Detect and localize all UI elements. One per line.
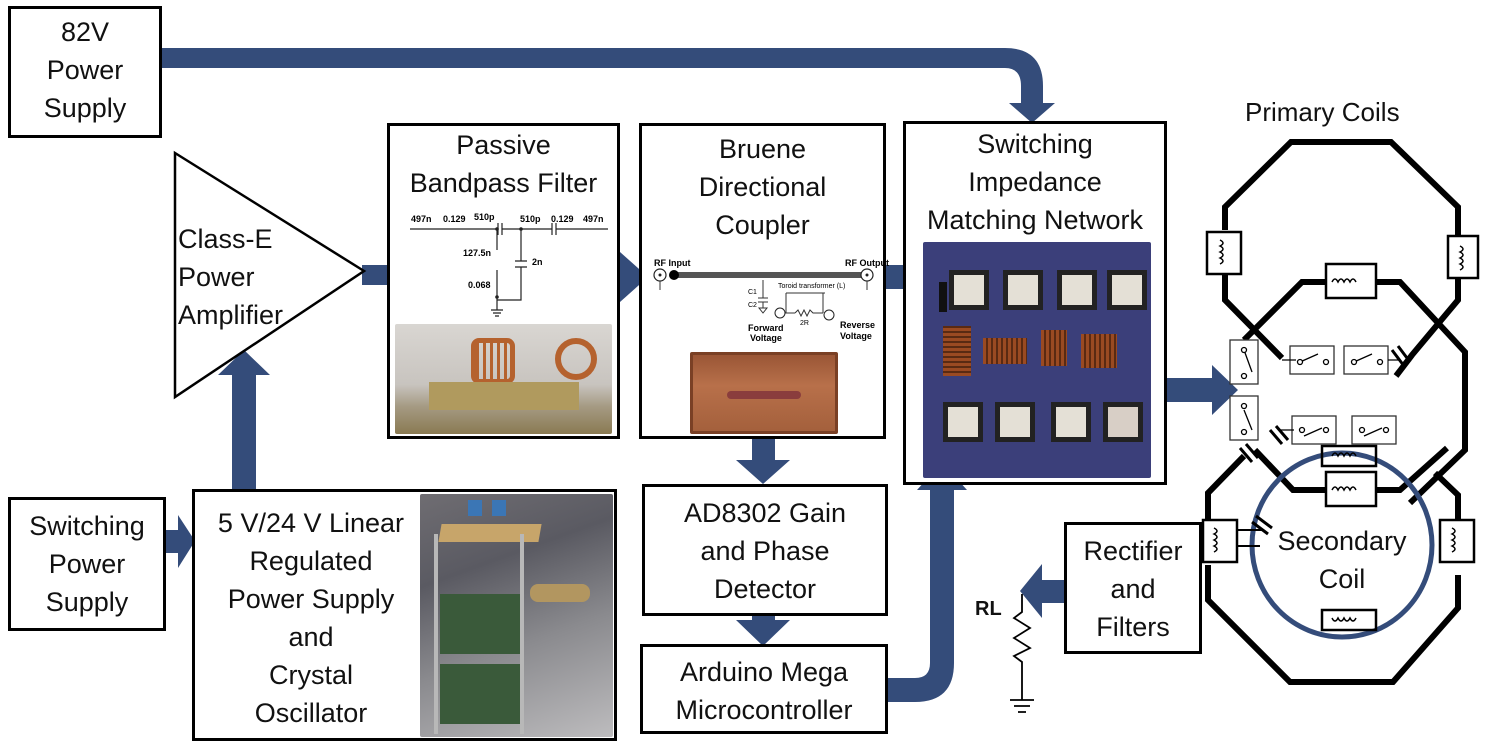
directional-coupler-label: Bruene Directional Coupler bbox=[698, 134, 827, 240]
gain-phase-detector-block: AD8302 Gain and Phase Detector bbox=[642, 484, 888, 616]
filter-r-shunt: 0.068 bbox=[468, 280, 491, 290]
arrow-rectifier-to-load bbox=[1020, 564, 1082, 618]
directional-coupler-block: Bruene Directional Coupler bbox=[639, 123, 886, 439]
directional-coupler-photo bbox=[690, 352, 838, 434]
filter-r-right: 0.129 bbox=[551, 214, 574, 224]
arduino-block: Arduino Mega Microcontroller bbox=[640, 644, 888, 734]
primary-coil-top bbox=[1222, 139, 1461, 236]
coupler-rf-output: RF Output bbox=[845, 258, 889, 268]
arrow-switching-to-linear bbox=[165, 515, 195, 568]
arrow-matching-to-coils bbox=[1148, 365, 1238, 415]
filter-c-shunt: 2n bbox=[532, 257, 543, 267]
filter-c-right: 510p bbox=[520, 214, 541, 224]
class-e-amplifier-label: Class-E Power Amplifier bbox=[178, 224, 284, 330]
arrow-arduino-to-matching bbox=[876, 462, 967, 702]
coupler-c2: C2 bbox=[748, 302, 757, 309]
coupler-rf-input: RF Input bbox=[654, 258, 691, 268]
coupler-forward-2: Voltage bbox=[750, 333, 782, 343]
load-resistor-label: RL bbox=[975, 598, 1002, 620]
linear-regulated-psu-block: 5 V/24 V Linear Regulated Power Supply a… bbox=[192, 489, 617, 741]
secondary-coil-label: Secondary Coil bbox=[1277, 526, 1407, 594]
coupler-forward: Forward bbox=[748, 323, 784, 333]
arduino-label: Arduino Mega Microcontroller bbox=[675, 657, 853, 725]
coupler-c1: C1 bbox=[748, 289, 757, 296]
arrow-coupler-to-detector bbox=[736, 438, 790, 484]
coupler-reverse: Reverse bbox=[840, 320, 875, 330]
primary-coils-label: Primary Coils bbox=[1245, 97, 1400, 127]
gain-phase-detector-label: AD8302 Gain and Phase Detector bbox=[683, 498, 847, 604]
arrow-psu-to-amp bbox=[218, 350, 270, 492]
switching-power-supply-block: Switching Power Supply bbox=[8, 497, 166, 631]
filter-l-right: 497n bbox=[583, 214, 604, 224]
bandpass-filter-block: Passive Bandpass Filter bbox=[387, 123, 620, 439]
arrow-detector-to-arduino bbox=[736, 606, 790, 646]
rectifier-block: Rectifier and Filters bbox=[1064, 522, 1202, 654]
matching-network-photo bbox=[923, 242, 1151, 478]
filter-l-left: 497n bbox=[411, 214, 432, 224]
linear-regulated-psu-photo bbox=[420, 494, 613, 737]
bandpass-filter-photo bbox=[395, 324, 612, 434]
filter-c-left: 510p bbox=[474, 212, 495, 222]
coupler-toroid: Toroid transformer (L) bbox=[778, 283, 845, 290]
filter-l-shunt: 127.5n bbox=[463, 248, 491, 258]
arrow-82v-to-matching bbox=[160, 48, 1055, 123]
linear-regulated-psu-label: 5 V/24 V Linear Regulated Power Supply a… bbox=[217, 508, 405, 728]
power-supply-82v-label: 82V Power Supply bbox=[43, 17, 127, 123]
filter-r-left: 0.129 bbox=[443, 214, 466, 224]
matching-network-block: Switching Impedance Matching Network bbox=[903, 121, 1167, 485]
bandpass-filter-label: Passive Bandpass Filter bbox=[409, 130, 598, 198]
coupler-2r: 2R bbox=[800, 320, 809, 327]
coupler-reverse-2: Voltage bbox=[840, 331, 872, 341]
switching-power-supply-label: Switching Power Supply bbox=[29, 511, 145, 617]
matching-network-label: Switching Impedance Matching Network bbox=[926, 129, 1144, 235]
rectifier-label: Rectifier and Filters bbox=[1083, 536, 1183, 642]
power-supply-82v-block: 82V Power Supply bbox=[8, 6, 162, 138]
